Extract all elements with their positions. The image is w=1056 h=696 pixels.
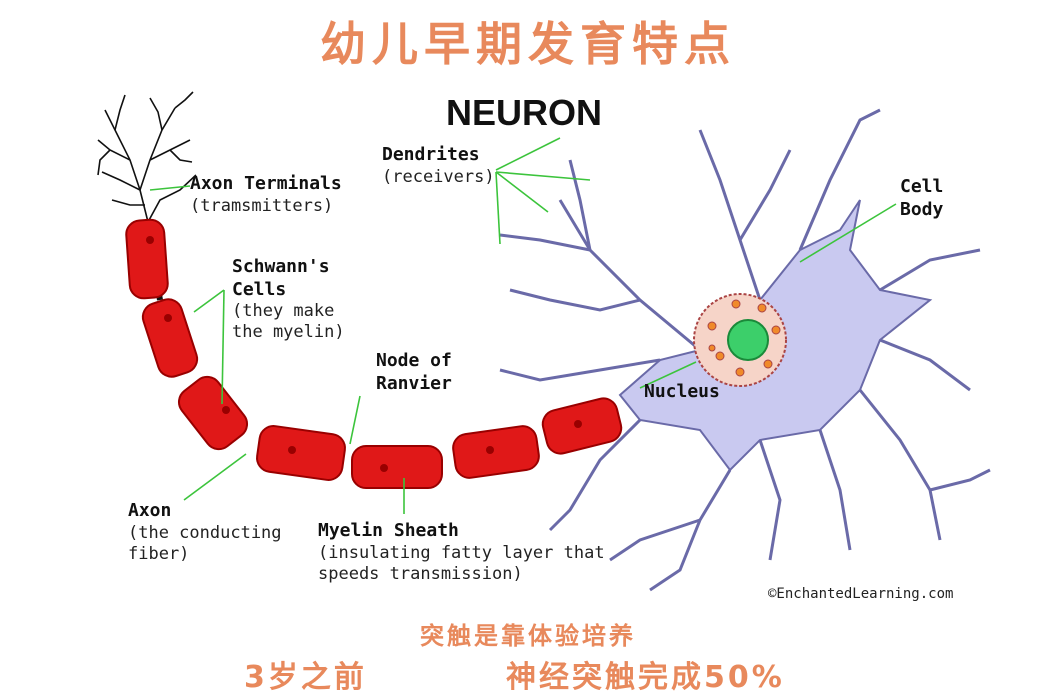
schwanns-line2: Cells bbox=[232, 278, 287, 300]
label-axon: Axon (the conducting fiber) bbox=[128, 500, 282, 565]
leader-lines bbox=[149, 137, 897, 514]
label-axon-terminals: Axon Terminals (tramsmitters) bbox=[190, 173, 342, 217]
myelin-name: Myelin Sheath bbox=[318, 520, 459, 541]
myelin-segment bbox=[256, 425, 346, 481]
cell-body-line1: Cell bbox=[900, 176, 944, 197]
ranvier-line1: Node of bbox=[376, 350, 452, 371]
label-cell-body: Cell Body bbox=[900, 176, 943, 221]
axon-note2: fiber) bbox=[128, 543, 190, 564]
footer-right: 神经突触完成50% bbox=[506, 660, 785, 695]
ranvier-line2: Ranvier bbox=[376, 372, 452, 394]
nucleus-name: Nucleus bbox=[644, 381, 720, 402]
axon-terminals-name: Axon Terminals bbox=[190, 173, 342, 194]
myelin-segment bbox=[541, 397, 623, 455]
schwanns-note2: the myelin) bbox=[232, 322, 345, 343]
label-node-of-ranvier: Node of Ranvier bbox=[376, 350, 452, 395]
diagram-title: NEURON bbox=[446, 92, 603, 133]
axon-name: Axon bbox=[128, 500, 172, 521]
axon-note1: (the conducting bbox=[128, 522, 282, 543]
myelin-note1: (insulating fatty layer that bbox=[318, 542, 605, 563]
myelin-segments bbox=[125, 218, 623, 489]
schwanns-note1: (they make bbox=[232, 301, 335, 321]
myelin-note2: speeds transmission) bbox=[318, 563, 523, 584]
footer-line1: 突触是靠体验培养 bbox=[420, 622, 636, 650]
myelin-segment bbox=[351, 445, 443, 489]
myelin-segment bbox=[452, 425, 540, 479]
axon-terminals-illustration bbox=[97, 91, 197, 223]
label-schwanns-cells: Schwann's Cells (they make the myelin) bbox=[232, 256, 345, 344]
footer-left: 3岁之前 bbox=[244, 660, 367, 695]
nucleus-illustration bbox=[693, 293, 787, 387]
label-myelin-sheath: Myelin Sheath (insulating fatty layer th… bbox=[318, 520, 605, 585]
label-dendrites: Dendrites (receivers) bbox=[382, 144, 495, 188]
myelin-segment bbox=[125, 218, 169, 300]
page-title: 幼儿早期发育特点 bbox=[320, 17, 736, 71]
copyright-text: ©EnchantedLearning.com bbox=[768, 586, 954, 602]
dendrites-name: Dendrites bbox=[382, 144, 480, 165]
myelin-segment bbox=[177, 375, 249, 451]
dendrites-note: (receivers) bbox=[382, 166, 495, 187]
schwanns-line1: Schwann's bbox=[232, 256, 330, 277]
label-nucleus: Nucleus bbox=[644, 381, 720, 404]
axon-terminals-note: (tramsmitters) bbox=[190, 195, 334, 216]
cell-body-line2: Body bbox=[900, 198, 944, 220]
myelin-segment bbox=[141, 298, 199, 378]
